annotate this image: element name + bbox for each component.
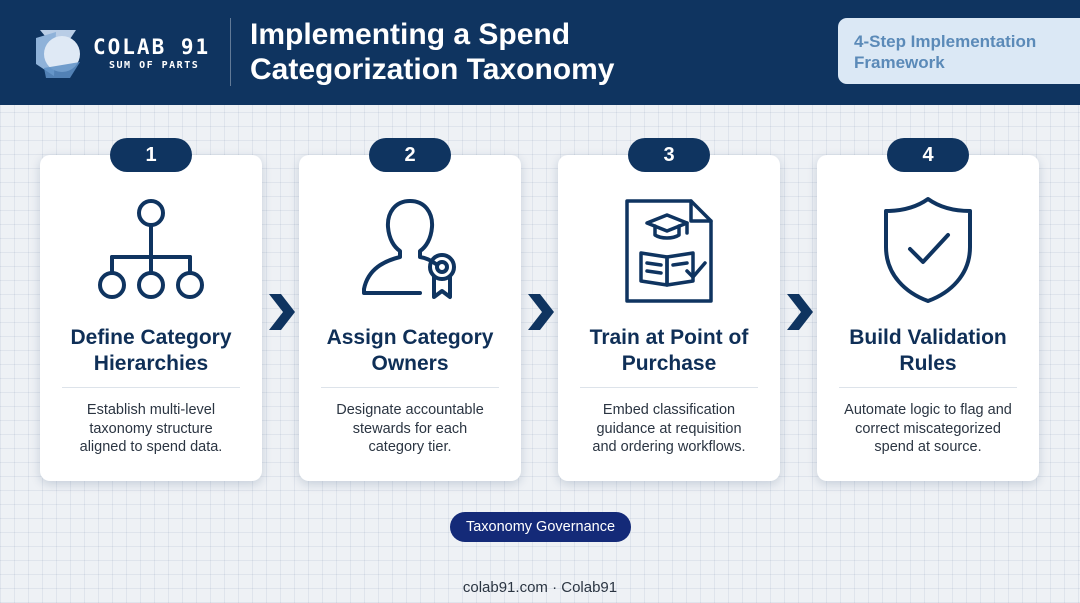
hierarchy-icon	[98, 199, 204, 299]
step-3-desc-line-2: guidance at requisition	[596, 420, 742, 437]
header-bar: COLAB 91 SUM OF PARTS Implementing a Spe…	[0, 0, 1080, 105]
colab91-logo-icon	[36, 30, 80, 78]
shield-check-icon	[884, 197, 972, 303]
step-3-description: Embed classification guidance at requisi…	[572, 401, 766, 457]
page-title-line-2: Categorization Taxonomy	[250, 53, 615, 86]
step-card-3: Train at Point of Purchase Embed classif…	[558, 155, 780, 481]
step-2-title-line-1: Assign Category	[326, 326, 494, 349]
taxonomy-governance-badge: Taxonomy Governance	[450, 512, 631, 542]
step-card-4: Build Validation Rules Automate logic to…	[817, 155, 1039, 481]
step-2-title: Assign Category Owners	[307, 325, 513, 377]
step-card-2: Assign Category Owners Designate account…	[299, 155, 521, 481]
user-award-icon	[362, 199, 456, 299]
step-3-desc-line-1: Embed classification	[602, 402, 736, 418]
chevron-right-icon	[528, 294, 554, 330]
step-4-desc-line-2: correct miscategorized	[855, 420, 1001, 437]
step-2-description: Designate accountable stewards for each …	[313, 401, 507, 457]
step-3-number-badge: 3	[628, 138, 710, 172]
logo-tagline: SUM OF PARTS	[109, 60, 200, 71]
step-2-desc-line-1: Designate accountable	[336, 402, 484, 418]
step-4-desc-line-1: Automate logic to flag and	[844, 402, 1012, 418]
chevron-right-icon	[269, 294, 295, 330]
step-3-title-line-2: Purchase	[621, 352, 717, 375]
step-4-title: Build Validation Rules	[825, 325, 1031, 377]
page-title-line-1: Implementing a Spend	[250, 18, 571, 51]
header-divider	[230, 18, 231, 86]
step-3-title: Train at Point of Purchase	[566, 325, 772, 377]
step-2-desc-line-3: category tier.	[368, 439, 452, 455]
step-1-description: Establish multi-level taxonomy structure…	[54, 401, 248, 457]
framework-badge-line-1: 4-Step Implementation	[854, 32, 1037, 51]
chevron-right-icon	[787, 294, 813, 330]
step-3-desc-line-3: and ordering workflows.	[592, 439, 746, 455]
step-1-number-badge: 1	[110, 138, 192, 172]
step-1-divider	[62, 387, 240, 388]
step-2-number-badge: 2	[369, 138, 451, 172]
framework-badge-line-2: Framework	[854, 53, 945, 72]
step-1-desc-line-1: Establish multi-level	[86, 402, 216, 418]
logo-name: COLAB 91	[93, 35, 211, 59]
framework-badge: 4-Step Implementation Framework	[838, 18, 1080, 84]
training-document-icon	[625, 199, 713, 303]
step-1-desc-line-2: taxonomy structure	[89, 420, 213, 437]
step-4-title-line-2: Rules	[899, 352, 957, 375]
page-title: Implementing a Spend Categorization Taxo…	[250, 17, 810, 87]
footer-credit: colab91.com · Colab91	[462, 579, 618, 596]
step-1-title-line-2: Hierarchies	[93, 352, 209, 375]
step-2-title-line-2: Owners	[371, 352, 449, 375]
step-3-divider	[580, 387, 758, 388]
step-2-divider	[321, 387, 499, 388]
step-card-1: Define Category Hierarchies Establish mu…	[40, 155, 262, 481]
step-4-divider	[839, 387, 1017, 388]
step-4-title-line-1: Build Validation	[849, 326, 1007, 349]
step-1-title-line-1: Define Category	[70, 326, 232, 349]
logo-wordmark: COLAB 91 SUM OF PARTS	[93, 36, 218, 71]
step-1-title: Define Category Hierarchies	[48, 325, 254, 377]
step-1-desc-line-3: aligned to spend data.	[79, 439, 223, 455]
step-2-desc-line-2: stewards for each	[352, 420, 468, 437]
step-4-number-badge: 4	[887, 138, 969, 172]
step-4-desc-line-3: spend at source.	[874, 439, 982, 455]
step-4-description: Automate logic to flag and correct misca…	[831, 401, 1025, 457]
step-3-title-line-1: Train at Point of	[589, 326, 749, 349]
